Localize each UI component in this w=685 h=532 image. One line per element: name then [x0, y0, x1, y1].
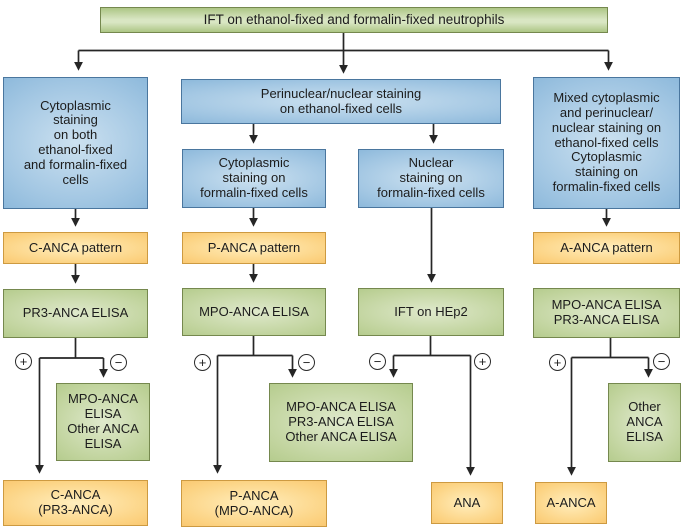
node-label: Perinuclear/nuclear staining on ethanol-… — [260, 85, 422, 116]
minus-icon: − — [373, 354, 382, 369]
node-label: Nuclear staining on formalin-fixed cells — [377, 155, 485, 200]
plus-badge-aanca: + — [549, 354, 566, 371]
node-ift-hep2: IFT on HEp2 — [358, 288, 504, 336]
node-label: MPO-ANCA ELISA — [199, 303, 309, 319]
node-cytoplasmic-both: Cytoplasmic staining on both ethanol-fix… — [3, 77, 148, 209]
node-aanca-result: A-ANCA — [535, 482, 607, 524]
node-label: IFT on ethanol-fixed and formalin-fixed … — [203, 12, 505, 28]
node-label: Cytoplasmic staining on formalin-fixed c… — [200, 155, 308, 200]
minus-icon: − — [302, 355, 311, 370]
connector-pr3-branch-rail — [39, 338, 104, 359]
minus-badge-pr3: − — [110, 354, 127, 371]
node-label: A-ANCA pattern — [560, 239, 653, 255]
node-mpo-other-elisa: MPO-ANCA ELISA Other ANCA ELISA — [56, 383, 150, 461]
node-label: MPO-ANCA ELISA Other ANCA ELISA — [67, 391, 139, 451]
plus-badge-hep2: + — [474, 353, 491, 370]
node-label: Mixed cytoplasmic and perinuclear/ nucle… — [551, 90, 662, 195]
node-cytoplasmic-formalin: Cytoplasmic staining on formalin-fixed c… — [182, 149, 326, 208]
node-other-anca-elisa: Other ANCA ELISA — [608, 383, 681, 462]
minus-icon: − — [114, 355, 123, 370]
connector-root-rail — [78, 33, 609, 52]
node-label: P-ANCA (MPO-ANCA) — [214, 487, 294, 518]
connector-mpo-branch-rail — [217, 336, 293, 357]
node-label: P-ANCA pattern — [207, 239, 301, 255]
plus-icon: + — [198, 355, 207, 370]
node-ana-result: ANA — [431, 482, 503, 524]
node-label: C-ANCA pattern — [28, 239, 123, 255]
node-panca-result: P-ANCA (MPO-ANCA) — [181, 480, 327, 527]
node-canca-result: C-ANCA (PR3-ANCA) — [3, 480, 148, 526]
plus-icon: + — [553, 355, 562, 370]
node-canca-pattern: C-ANCA pattern — [3, 232, 148, 264]
plus-badge-mpo: + — [194, 354, 211, 371]
minus-badge-aanca: − — [653, 353, 670, 370]
node-label: Cytoplasmic staining on both ethanol-fix… — [23, 97, 128, 187]
node-mpo-pr3-other-elisa: MPO-ANCA ELISA PR3-ANCA ELISA Other ANCA… — [269, 383, 413, 462]
connector-hep2-branch-rail — [393, 336, 471, 357]
node-label: MPO-ANCA ELISA PR3-ANCA ELISA Other ANCA… — [285, 399, 397, 444]
connector-aanca-branch-rail — [571, 338, 649, 359]
node-label: IFT on HEp2 — [394, 303, 468, 319]
plus-badge-pr3: + — [15, 353, 32, 370]
minus-icon: − — [657, 354, 666, 369]
minus-badge-mpo: − — [298, 354, 315, 371]
plus-icon: + — [19, 354, 28, 369]
node-nuclear-formalin: Nuclear staining on formalin-fixed cells — [358, 149, 504, 208]
node-label: PR3-ANCA ELISA — [22, 305, 129, 321]
node-perinuclear-ethanol: Perinuclear/nuclear staining on ethanol-… — [181, 79, 501, 124]
node-pr3-elisa: PR3-ANCA ELISA — [3, 289, 148, 338]
node-label: A-ANCA — [546, 494, 596, 510]
node-label: MPO-ANCA ELISA PR3-ANCA ELISA — [551, 297, 662, 327]
node-label: Other ANCA ELISA — [626, 399, 663, 444]
plus-icon: + — [478, 354, 487, 369]
node-mpo-elisa: MPO-ANCA ELISA — [182, 288, 326, 336]
node-label: ANA — [453, 494, 481, 510]
node-mixed-staining: Mixed cytoplasmic and perinuclear/ nucle… — [533, 77, 680, 209]
node-mpo-pr3-elisa: MPO-ANCA ELISA PR3-ANCA ELISA — [533, 288, 680, 338]
node-aanca-pattern: A-ANCA pattern — [533, 232, 680, 264]
node-panca-pattern: P-ANCA pattern — [182, 232, 326, 264]
node-label: C-ANCA (PR3-ANCA) — [38, 487, 113, 517]
minus-badge-hep2: − — [369, 353, 386, 370]
node-ift-neutrophils: IFT on ethanol-fixed and formalin-fixed … — [100, 7, 608, 33]
